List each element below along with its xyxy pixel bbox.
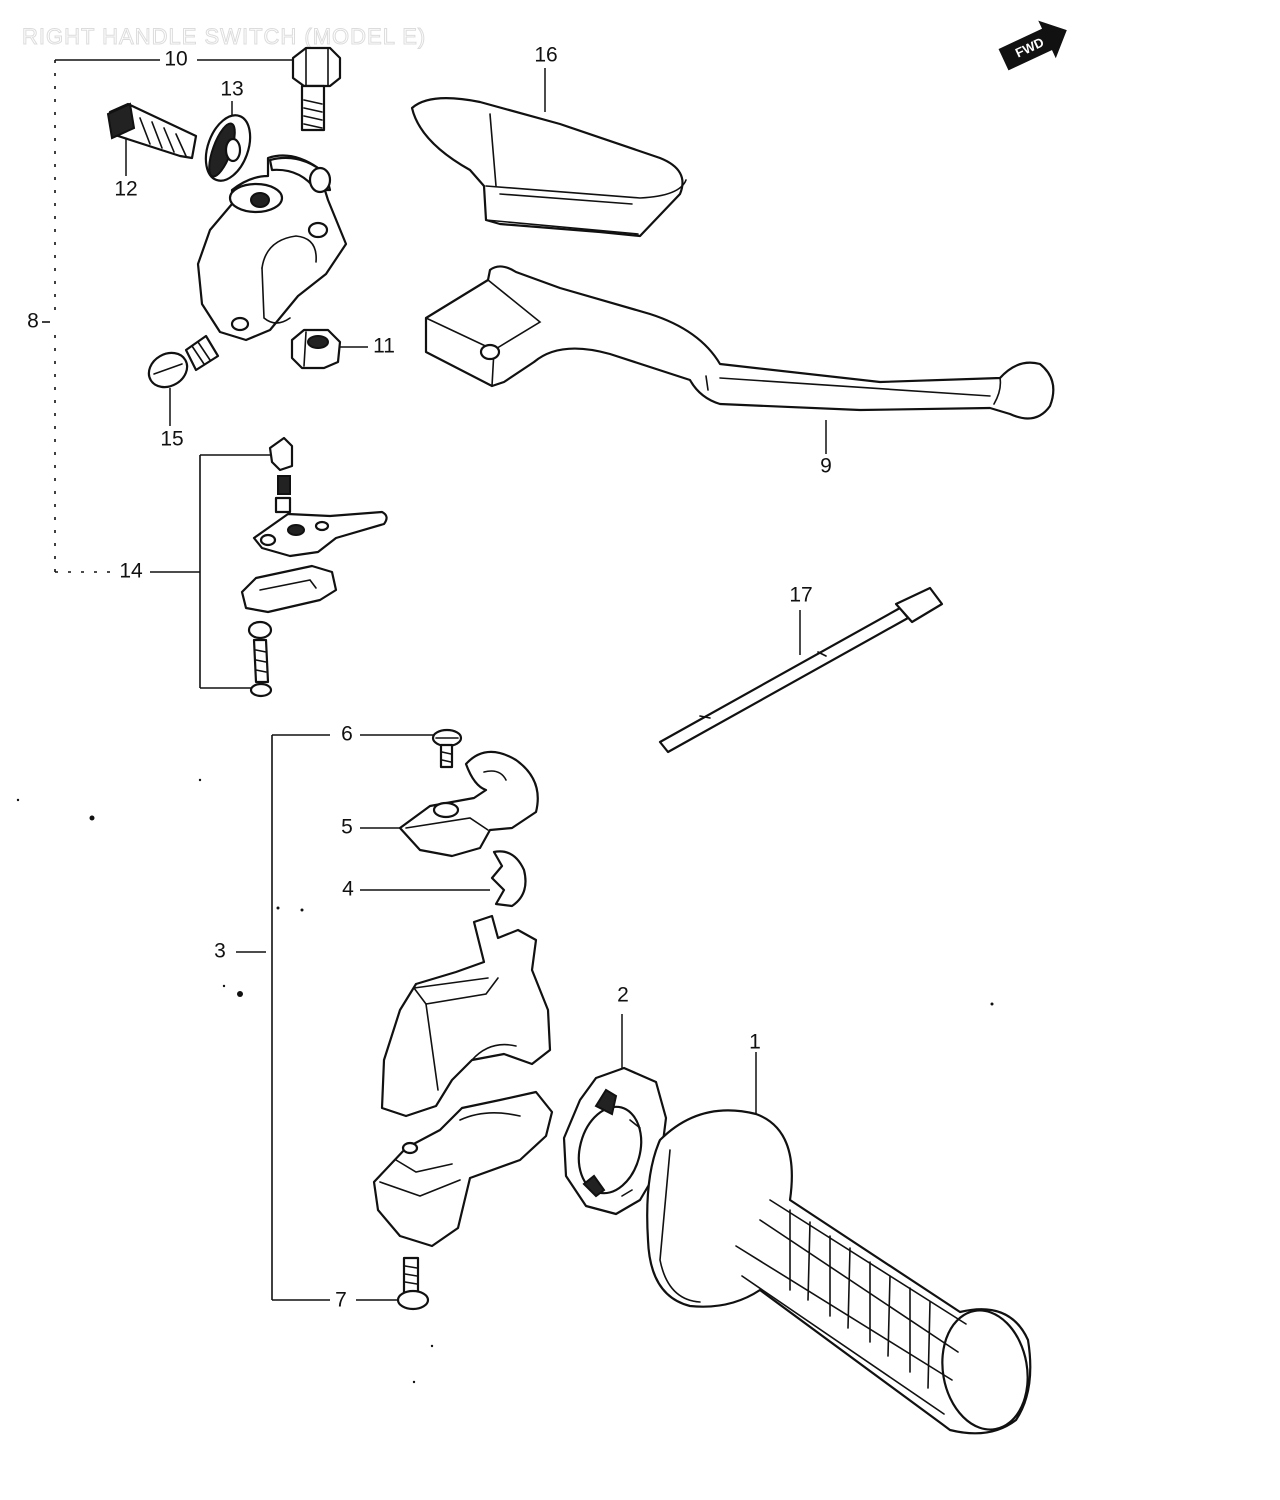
callout-4: 4 (342, 878, 354, 901)
callout-14: 14 (119, 560, 143, 583)
throttle-grip-1 (646, 1109, 1032, 1435)
switch-cover-5 (398, 750, 539, 858)
bracket-3 (236, 734, 330, 1301)
scan-specks (16, 778, 994, 1384)
callout-3: 3 (214, 940, 226, 963)
diagram-title: RIGHT HANDLE SWITCH (MODEL E) (22, 24, 426, 49)
callout-16: 16 (534, 44, 557, 67)
callout-2: 2 (617, 984, 629, 1007)
lever-cover-16 (410, 97, 687, 238)
bracket-14 (199, 454, 270, 689)
nut-13 (204, 114, 252, 182)
callout-17: 17 (789, 584, 812, 607)
callout-12: 12 (114, 178, 137, 201)
switch-assembly-14 (240, 436, 388, 698)
cable-tie-17 (658, 586, 944, 754)
callout-6: 6 (341, 723, 353, 746)
callout-11: 11 (373, 335, 395, 358)
callout-13: 13 (220, 78, 243, 101)
adjuster-screw-12 (106, 102, 198, 160)
screw-7 (396, 1256, 430, 1311)
bolt-10 (291, 46, 342, 132)
switch-housing-3 (372, 914, 554, 1248)
callout-labels: 10 16 13 12 8 11 15 9 14 17 6 5 4 3 2 1 … (27, 44, 832, 1312)
callout-9: 9 (820, 455, 832, 478)
forward-arrow-icon: FWD (998, 20, 1067, 71)
brake-lever-9 (424, 265, 1055, 420)
callout-10: 10 (164, 48, 187, 71)
nut-11 (290, 328, 342, 370)
screw-6 (431, 728, 463, 769)
lever-holder-8 (196, 154, 348, 342)
bolt-15 (147, 334, 220, 389)
callout-1: 1 (749, 1031, 761, 1054)
callout-7: 7 (335, 1289, 347, 1312)
callout-5: 5 (341, 816, 353, 839)
throttle-pulley-2 (562, 1066, 668, 1216)
clip-4 (490, 850, 527, 908)
callout-15: 15 (160, 428, 183, 451)
callout-8: 8 (27, 310, 39, 333)
bracket-8 (42, 59, 293, 573)
